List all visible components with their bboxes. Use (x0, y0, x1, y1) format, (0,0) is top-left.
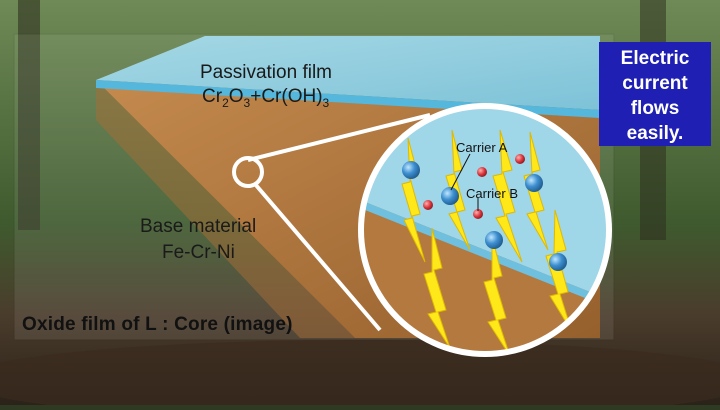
zoom-circle-border (358, 103, 612, 357)
zoom-connector-bottom (253, 182, 382, 332)
lightning-bolt (483, 235, 511, 354)
carrier-a-label: Carrier A (456, 140, 508, 155)
carrier-a-particle (525, 174, 543, 192)
carrier-b-particle (515, 154, 525, 164)
callout-line: easily. (626, 123, 684, 144)
base-material-formula: Fe-Cr-Ni (162, 242, 235, 263)
callout-line: Electric (620, 48, 690, 69)
zoom-magnified-view (361, 106, 609, 354)
image-caption: Oxide film of L : Core (image) (22, 314, 293, 335)
current-callout-box: Electric current flows easily. (599, 42, 711, 146)
tree-trunk (18, 0, 40, 230)
carrier-b-particle (473, 209, 483, 219)
callout-line: flows (630, 98, 680, 119)
passivation-film-formula: Cr2O3+Cr(OH)3 (202, 86, 330, 110)
carrier-b-label: Carrier B (466, 186, 519, 201)
base-material-side (96, 80, 355, 338)
carrier-b-particle (423, 200, 433, 210)
passivation-film-label: Passivation film (200, 62, 332, 83)
lightning-bolt (492, 129, 523, 263)
callout-line: current (622, 73, 688, 94)
carrier-b-particle (477, 167, 487, 177)
carrier-a-pointer (450, 153, 471, 191)
carrier-a-particle (549, 253, 567, 271)
zoom-interface-line (361, 200, 609, 308)
zoom-connector-top (247, 113, 431, 162)
zoom-base-area (361, 200, 609, 354)
passivation-film-layer (96, 36, 600, 110)
soil (0, 340, 720, 410)
carrier-a-particle (441, 187, 459, 205)
carrier-a-particle (485, 231, 503, 249)
lightning-bolt (445, 129, 471, 251)
carrier-a-particle (402, 161, 420, 179)
zoom-source-circle (232, 156, 264, 188)
base-material-label: Base material (140, 216, 257, 237)
